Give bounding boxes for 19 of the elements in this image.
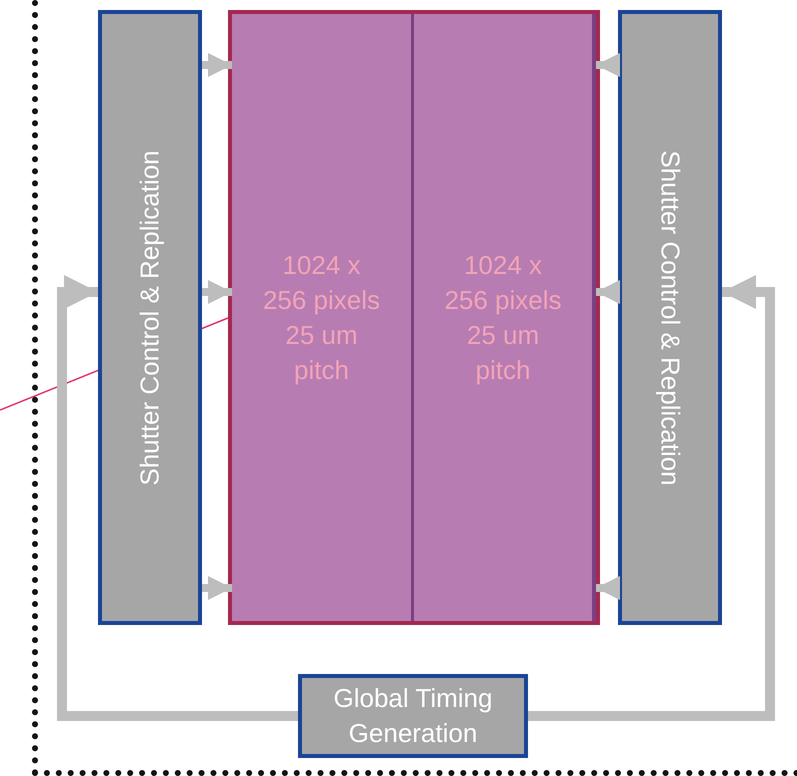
arrow (596, 280, 620, 304)
block-label: 1024 x 256 pixels 25 um pitch (443, 248, 563, 386)
control-block (98, 10, 202, 625)
timing-block (298, 674, 528, 758)
pixel-array-half (411, 14, 596, 621)
arrow (528, 274, 775, 721)
arrow (202, 280, 232, 304)
arrow (57, 274, 298, 721)
arrow (596, 53, 620, 77)
arrow (202, 576, 232, 600)
block-label: Shutter Control & Replication (654, 150, 686, 486)
chip-boundary (32, 0, 797, 776)
pixel-array (228, 10, 600, 625)
block-label: Global Timing Generation (332, 682, 494, 750)
block-label: Shutter Control & Replication (134, 150, 166, 486)
control-block (618, 10, 722, 625)
block-label: 1024 x 256 pixels 25 um pitch (262, 248, 382, 386)
arrow (202, 53, 232, 77)
arrow (596, 576, 620, 600)
